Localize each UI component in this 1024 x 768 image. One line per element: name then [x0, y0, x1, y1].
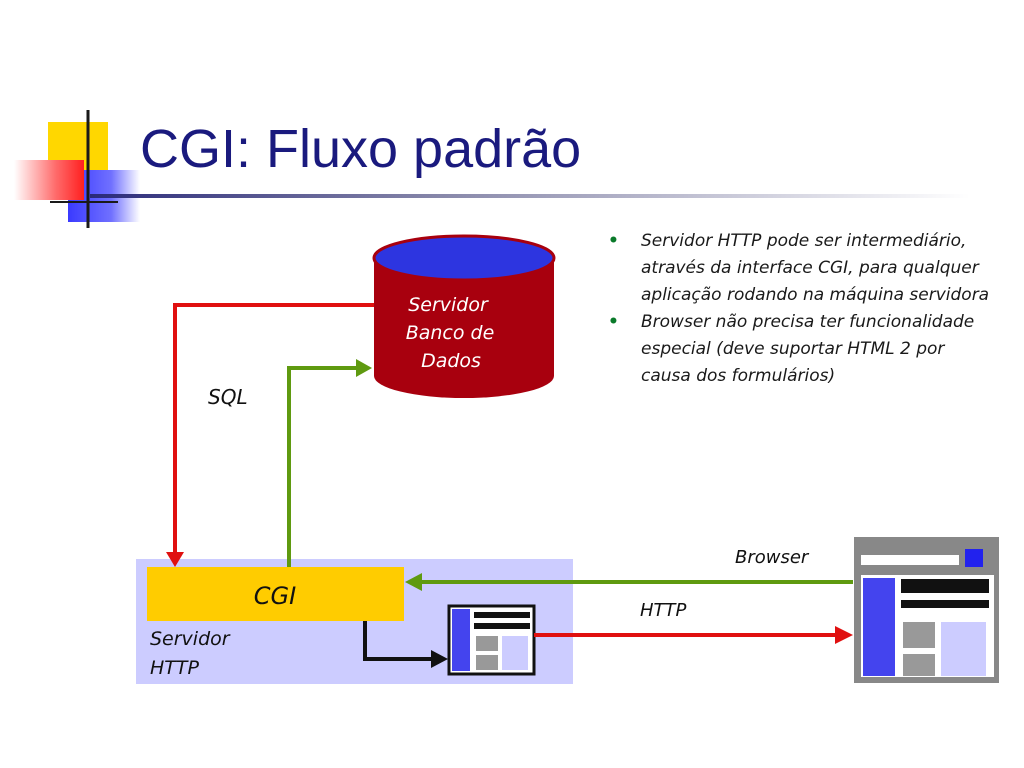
slide-title: CGI: Fluxo padrão: [140, 119, 582, 179]
db-response-arrow-head: [356, 359, 372, 377]
browser-window-icon: [854, 537, 999, 683]
cgi-output-arrow-head: [431, 650, 448, 668]
http-request-arrow-head: [405, 573, 422, 591]
sql-label: SQL: [208, 385, 248, 409]
cgi-output-arrow-line: [363, 621, 434, 661]
database-cylinder: [372, 234, 556, 398]
database-label-line2: Banco de: [406, 322, 495, 344]
sql-arrow-line: [173, 303, 374, 556]
http-label: HTTP: [640, 600, 687, 621]
title-underline: [90, 194, 970, 198]
bullet-item: Servidor HTTP pode ser intermediário, at…: [608, 228, 998, 309]
http-server-label-line1: Servidor: [150, 628, 231, 650]
bullet-list: Servidor HTTP pode ser intermediário, at…: [608, 228, 998, 390]
bullet-item: Browser não precisa ter funcionalidade e…: [608, 309, 998, 390]
sql-arrow-head: [166, 552, 184, 567]
generated-page-icon: [447, 604, 536, 676]
database-label-line1: Servidor: [408, 294, 489, 316]
http-response-arrow-head: [835, 626, 853, 644]
database-label-line3: Dados: [421, 350, 481, 372]
cgi-box: [147, 567, 404, 621]
cgi-label: CGI: [254, 582, 296, 610]
db-response-arrow-line: [287, 366, 358, 567]
http-server-label-line2: HTTP: [150, 657, 199, 679]
browser-label: Browser: [735, 547, 810, 568]
